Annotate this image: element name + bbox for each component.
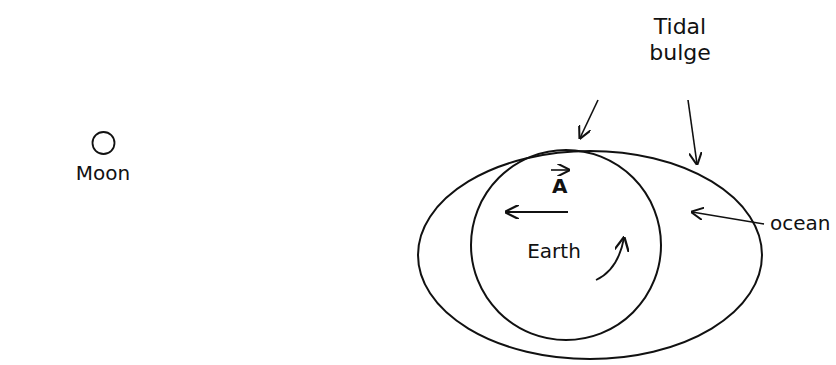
rotation-arrow [596,238,624,280]
vector-label: A [552,174,567,198]
part-label: ocean [770,211,830,235]
moon-body: Moon [72,129,135,185]
vector-mark [551,169,569,171]
leader-line [692,212,764,224]
ocean-outline [418,151,762,359]
vector-arrow [506,211,568,213]
node-text: Moon [72,129,135,185]
node-text: Earth [457,239,651,263]
callout-text: Tidal bulge [640,14,720,67]
bulge-arrow [688,100,697,164]
bulge-arrow [580,100,598,138]
moon-outline [72,129,135,157]
